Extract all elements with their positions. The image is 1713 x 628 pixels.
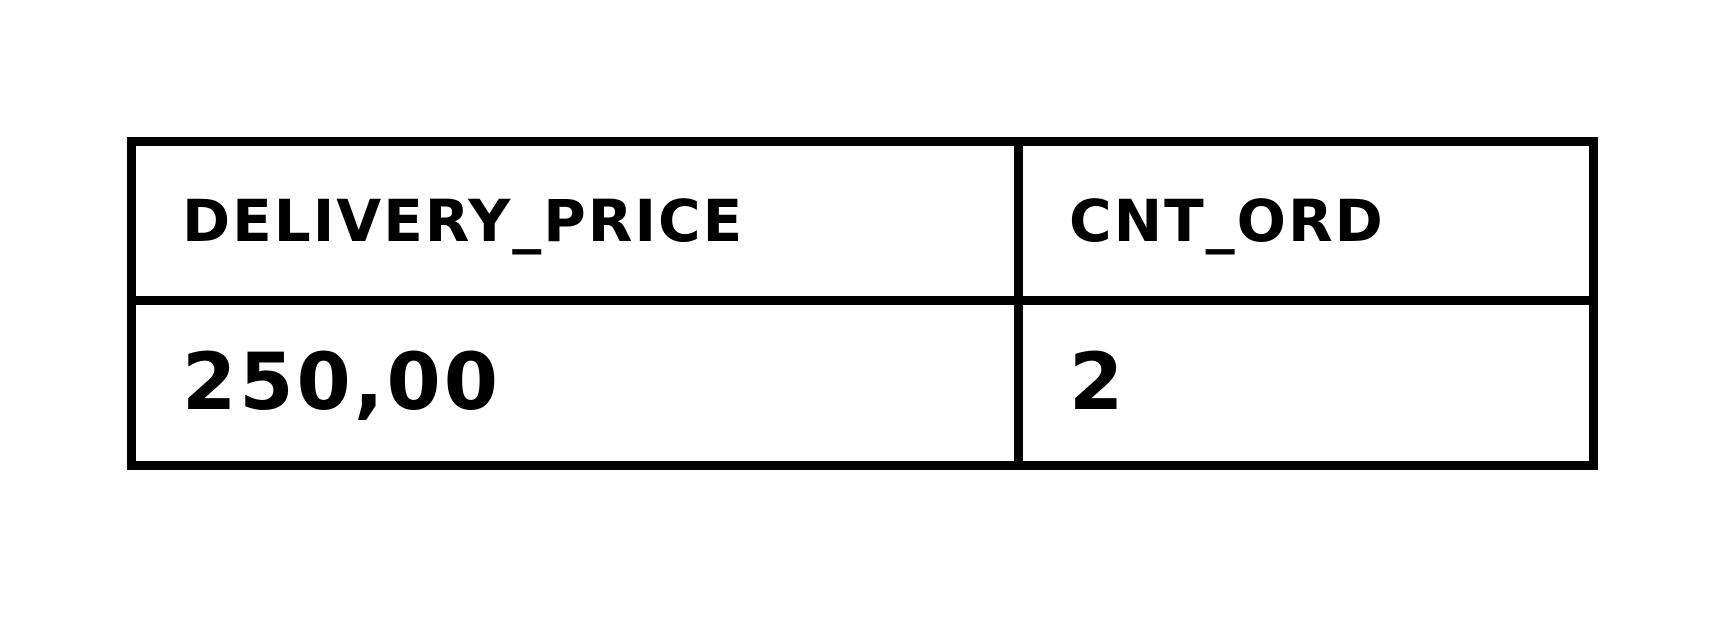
cell-delivery-price: 250,00 (127, 296, 1023, 470)
table-row: 250,00 2 (127, 296, 1598, 470)
column-header-cnt-ord: CNT_ORD (1014, 137, 1598, 305)
table-header-row: DELIVERY_PRICE CNT_ORD (127, 137, 1598, 305)
column-header-delivery-price: DELIVERY_PRICE (127, 137, 1023, 305)
result-table: DELIVERY_PRICE CNT_ORD 250,00 2 (127, 137, 1598, 470)
cell-cnt-ord: 2 (1014, 296, 1598, 470)
